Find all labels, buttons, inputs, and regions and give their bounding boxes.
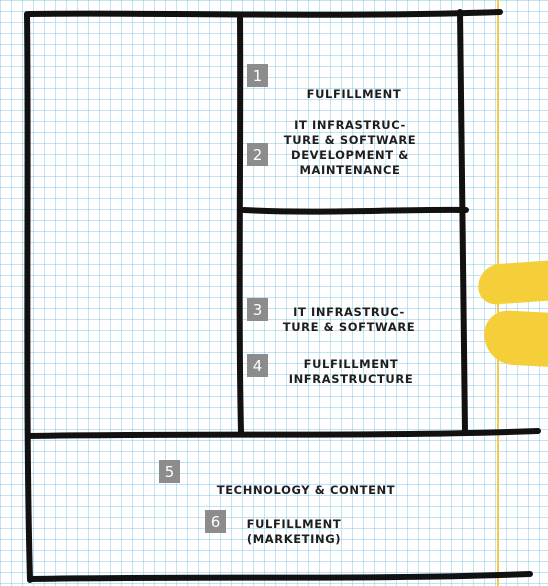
outer-left-line (24, 11, 33, 583)
item-3-label: IT INFRASTRUC- TURE & SOFTWARE (282, 305, 416, 334)
item-1-badge: 1 (247, 64, 268, 87)
item-6-label: FULFILLMENT (MARKETING) (246, 517, 342, 546)
lower-band-top-line (25, 428, 541, 439)
item-6-badge: 6 (205, 510, 226, 533)
right-box-line (457, 9, 468, 435)
item-4-badge: 4 (247, 354, 268, 377)
outer-top-line (26, 9, 503, 18)
item-5-badge: 5 (159, 460, 180, 483)
item-2-label: IT INFRASTRUC- TURE & SOFTWARE DEVELOPME… (283, 118, 417, 177)
middle-split-line (241, 206, 469, 215)
divider-vertical-line (236, 13, 244, 435)
item-4-label: FULFILLMENT INFRASTRUCTURE (288, 357, 414, 386)
outer-bottom-line (27, 571, 533, 582)
item-5-label: TECHNOLOGY & CONTENT (216, 483, 396, 497)
item-3-badge: 3 (247, 298, 268, 321)
item-1-label: FULFILLMENT (306, 87, 402, 101)
item-2-badge: 2 (247, 143, 268, 166)
